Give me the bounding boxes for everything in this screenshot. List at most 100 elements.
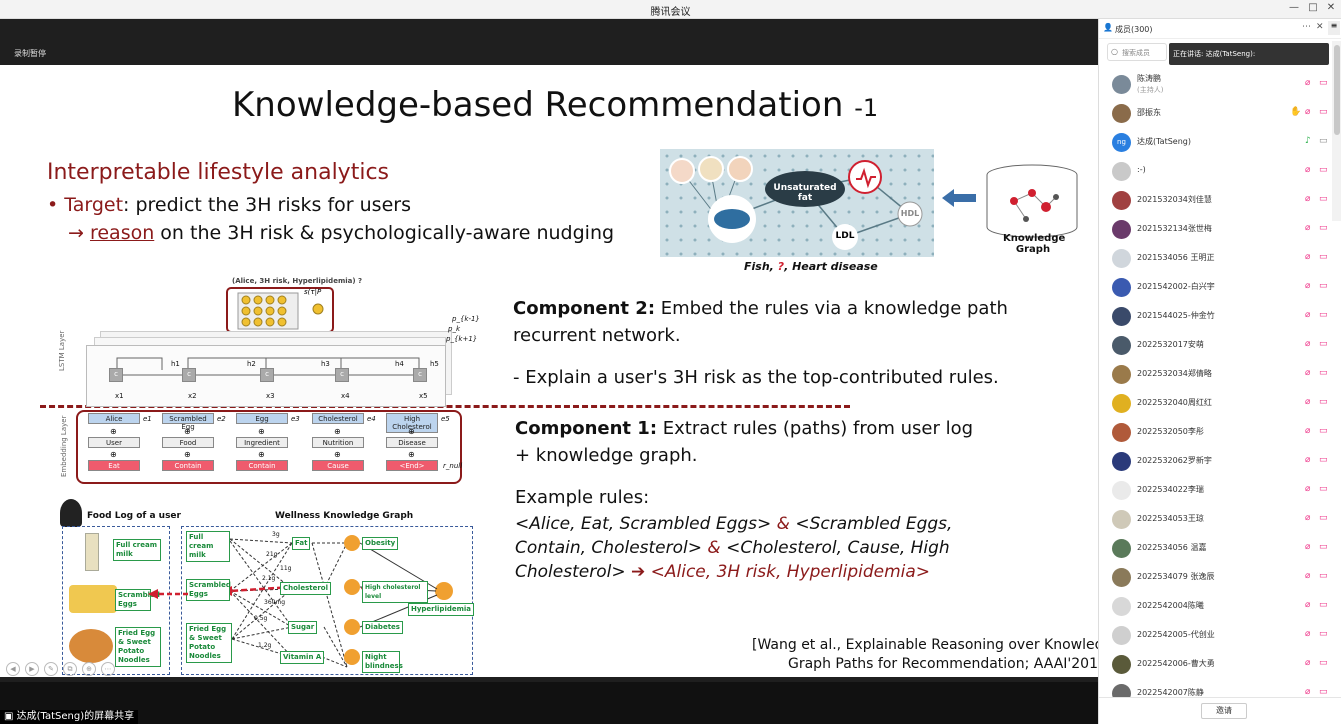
embed-entity: High Cholesterol	[386, 413, 438, 433]
member-row[interactable]: 2022534053王琼⌀▭	[1099, 505, 1341, 534]
member-row[interactable]: 2022532017安萌⌀▭	[1099, 331, 1341, 360]
panel-footer: 邀请	[1099, 697, 1341, 724]
output-box: s(τ|P	[226, 287, 334, 333]
recording-status[interactable]: 录制暂停	[14, 49, 46, 58]
maximize-icon[interactable]: □	[1308, 2, 1318, 13]
member-row[interactable]: 2022534056 温嘉⌀▭	[1099, 534, 1341, 563]
member-row[interactable]: 2022542006-曹大勇⌀▭	[1099, 650, 1341, 679]
slide-title: Knowledge-based Recommendation -1	[232, 85, 878, 125]
slide-control-button[interactable]: ▶	[25, 662, 39, 676]
member-name: 2022532050李彤	[1137, 427, 1204, 436]
menu-icon[interactable]: ≡	[1328, 21, 1340, 35]
slide-control-button[interactable]: ⊕	[82, 662, 96, 676]
mic-muted-icon: ⌀	[1305, 658, 1311, 668]
avatar	[1112, 75, 1131, 94]
db-label-1: Knowledge	[1003, 233, 1066, 244]
rule3b: <Alice, 3H risk, Hyperlipidemia>	[650, 562, 931, 582]
camera-off-icon: ▭	[1319, 658, 1328, 668]
lstm-layer-label: LSTM Layer	[58, 330, 66, 371]
window-title: 腾讯会议	[650, 7, 691, 18]
camera-off-icon: ▭	[1319, 542, 1328, 552]
member-row[interactable]: 2022532034郑倩略⌀▭	[1099, 360, 1341, 389]
member-row[interactable]: 2021532034刘佳慧⌀▭	[1099, 186, 1341, 215]
slide-control-button[interactable]: ✎	[44, 662, 58, 676]
kg-caption-a: Fish,	[744, 260, 778, 273]
mic-muted-icon: ⌀	[1305, 165, 1311, 175]
avatar	[1112, 307, 1131, 326]
mic-muted-icon: ⌀	[1305, 571, 1311, 581]
panel-scrollbar[interactable]	[1332, 41, 1341, 221]
close-icon[interactable]: ✕	[1326, 2, 1336, 13]
h-label: h3	[321, 360, 330, 368]
member-row[interactable]: 2022532050李彤⌀▭	[1099, 418, 1341, 447]
member-row[interactable]: 2022542004陈曦⌀▭	[1099, 592, 1341, 621]
member-row[interactable]: 2022534022李瑞⌀▭	[1099, 476, 1341, 505]
member-name: 2022542007陈静	[1137, 688, 1204, 697]
output-grid	[237, 292, 324, 330]
slide-control-button[interactable]: ◀	[6, 662, 20, 676]
slide-control-button[interactable]: ⧉	[63, 662, 77, 676]
scroll-thumb[interactable]	[1334, 45, 1340, 135]
member-row[interactable]: 2022532062罗新宇⌀▭	[1099, 447, 1341, 476]
rule2a: Contain, Cholesterol>	[515, 538, 702, 558]
member-row[interactable]: 2022534079 张逸辰⌀▭	[1099, 563, 1341, 592]
avatar	[1112, 365, 1131, 384]
lstm-layer: c c c c c h1 h2 h3 h4 h5 x1 x2 x3 x4 x5	[86, 345, 446, 407]
invite-button[interactable]: 邀请	[1201, 703, 1247, 719]
camera-off-icon: ▭	[1319, 310, 1328, 320]
x-label: x1	[115, 392, 124, 400]
member-row[interactable]: 陈涛鹏(主持人)⌀▭	[1099, 70, 1341, 99]
member-row[interactable]: 2022532040周红红⌀▭	[1099, 389, 1341, 418]
speaking-label: 正在讲话: 达成(TatSeng):	[1173, 50, 1256, 58]
wkg-disease-node: Obesity	[362, 537, 399, 550]
mic-muted-icon: ⌀	[1305, 484, 1311, 494]
wkg-nutrient-node: Fat	[292, 537, 311, 550]
member-row[interactable]: 2022542005-代创业⌀▭	[1099, 621, 1341, 650]
oplus-symbol: ⊕	[334, 450, 341, 459]
member-name: 陈涛鹏	[1137, 74, 1161, 83]
embed-type: Nutrition	[312, 437, 364, 448]
close-panel-icon[interactable]: ✕	[1316, 22, 1324, 32]
more-icon[interactable]: ⋯	[1302, 22, 1311, 32]
network-query: (Alice, 3H risk, Hyperlipidemia) ?	[232, 277, 363, 285]
avatar	[1112, 510, 1131, 529]
edge-value: 360mg	[264, 599, 286, 606]
slide-heading: Interpretable lifestyle analytics	[47, 160, 389, 185]
embed-type: Food	[162, 437, 214, 448]
red-arrow-icon	[148, 589, 188, 599]
embed-relation: <End>	[386, 460, 438, 471]
camera-off-icon: ▭	[1319, 397, 1328, 407]
member-row[interactable]: 2021532134张世梅⌀▭	[1099, 215, 1341, 244]
p-label: p_{k-1}	[452, 315, 480, 323]
member-role: (主持人)	[1137, 86, 1164, 94]
minimize-icon[interactable]: —	[1289, 2, 1299, 13]
window-titlebar: 腾讯会议 — □ ✕	[0, 0, 1341, 19]
mic-muted-icon: ⌀	[1305, 397, 1311, 407]
rule-line-3: Cholesterol> ➔ <Alice, 3H risk, Hyperlip…	[515, 562, 930, 582]
wkg-title: Wellness Knowledge Graph	[275, 511, 414, 521]
member-row[interactable]: 2021534056 王明正⌀▭	[1099, 244, 1341, 273]
wkg-disease-node: High cholesterol level	[362, 581, 428, 603]
mic-muted-icon: ⌀	[1305, 426, 1311, 436]
slide-control-button[interactable]: ⋯	[101, 662, 115, 676]
citation-line-1: [Wang et al., Explainable Reasoning over…	[752, 637, 1121, 653]
avatar	[1112, 191, 1131, 210]
edge-value: 1.2g	[258, 642, 272, 649]
screen-share-banner: ▣ 达成(TatSeng)的屏幕共享	[0, 710, 139, 724]
member-name: 2022532062罗新宇	[1137, 456, 1212, 465]
member-name: 2021532034刘佳慧	[1137, 195, 1212, 204]
member-row[interactable]: 2021542002-白兴宇⌀▭	[1099, 273, 1341, 302]
p-label: p_{k+1}	[446, 335, 478, 343]
avatar	[1112, 655, 1131, 674]
member-search-input[interactable]: ○ 搜索成员	[1107, 43, 1167, 61]
database-icon	[986, 164, 1078, 238]
member-name: 2021544025-仲金竹	[1137, 311, 1215, 320]
camera-off-icon: ▭	[1319, 252, 1328, 262]
member-row[interactable]: 2021544025-仲金竹⌀▭	[1099, 302, 1341, 331]
mic-muted-icon: ⌀	[1305, 629, 1311, 639]
lstm-cell-3: c	[260, 368, 274, 382]
member-row[interactable]: 邵振东⌀▭✋	[1099, 99, 1341, 128]
edge-value: 11g	[280, 565, 292, 572]
member-row[interactable]: :-)⌀▭	[1099, 157, 1341, 186]
